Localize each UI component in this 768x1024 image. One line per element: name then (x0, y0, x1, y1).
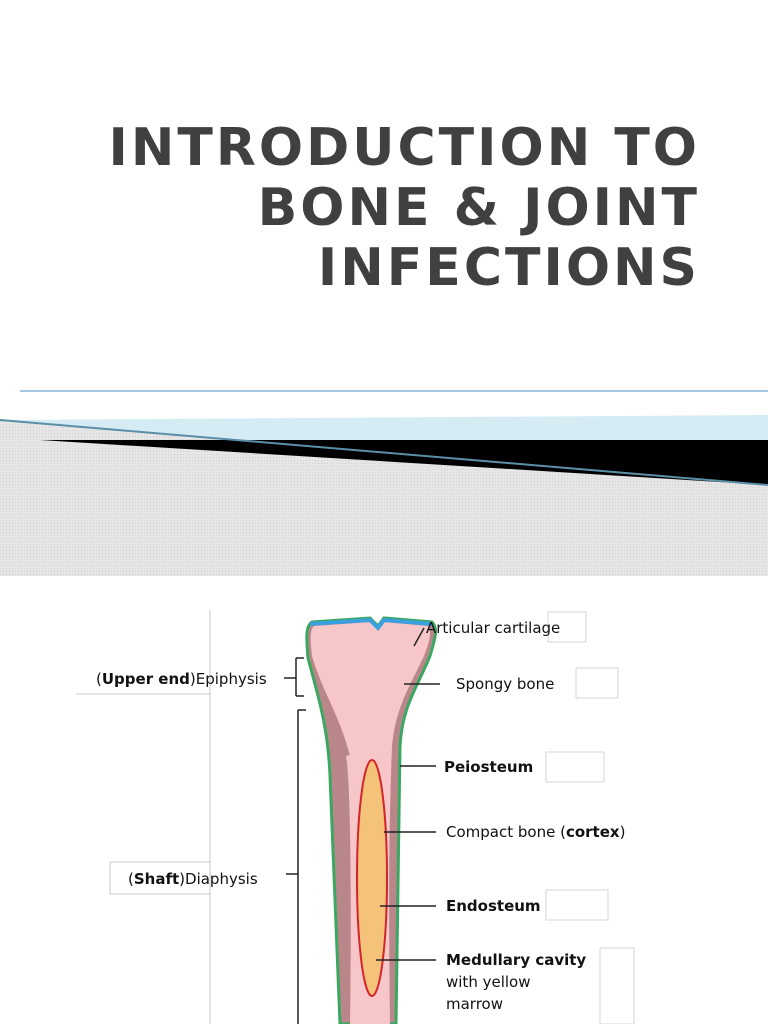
medullary-line2: with yellow (446, 973, 531, 991)
label-endosteum-text: Endosteum (446, 897, 541, 915)
title-line-3: INFECTIONS (317, 238, 700, 298)
epiphysis-rest: )Epiphysis (189, 670, 267, 688)
decorative-band (0, 390, 768, 576)
title-line-1: INTRODUCTION TO (108, 118, 700, 178)
epiphysis-open: ( (96, 670, 102, 688)
label-diaphysis: (Shaft)Diaphysis (128, 868, 258, 890)
diaphysis-bold: Shaft (133, 870, 180, 888)
label-periosteum-text: Peiosteum (444, 758, 534, 776)
medullary-bold: Medullary cavity (446, 951, 587, 969)
label-endosteum: Endosteum (446, 895, 541, 917)
label-medullary-cavity: Medullary cavity with yellow marrow (446, 949, 586, 1015)
slide-title: INTRODUCTION TO BONE & JOINT INFECTIONS (60, 118, 700, 298)
title-line-2: BONE & JOINT (257, 178, 700, 238)
compact-pre: Compact bone ( (446, 823, 566, 841)
label-spongy-bone: Spongy bone (456, 675, 555, 693)
title-slide: INTRODUCTION TO BONE & JOINT INFECTIONS (0, 118, 768, 576)
label-epiphysis: (Upper end)Epiphysis (96, 668, 267, 690)
epiphysis-bold: Upper end (101, 670, 190, 688)
compact-bold: cortex (565, 823, 620, 841)
bone-illustration (76, 610, 635, 1024)
medullary-line3: marrow (446, 995, 503, 1013)
diaphysis-rest: )Diaphysis (179, 870, 258, 888)
compact-post: ) (619, 823, 626, 841)
bone-diagram: Articular cartilage Spongy bone Peiosteu… (0, 576, 768, 1024)
diaphysis-open: ( (128, 870, 134, 888)
label-compact-bone: Compact bone (cortex) (446, 821, 625, 843)
label-periosteum: Peiosteum (444, 756, 533, 778)
label-articular-cartilage: Articular cartilage (426, 619, 561, 637)
